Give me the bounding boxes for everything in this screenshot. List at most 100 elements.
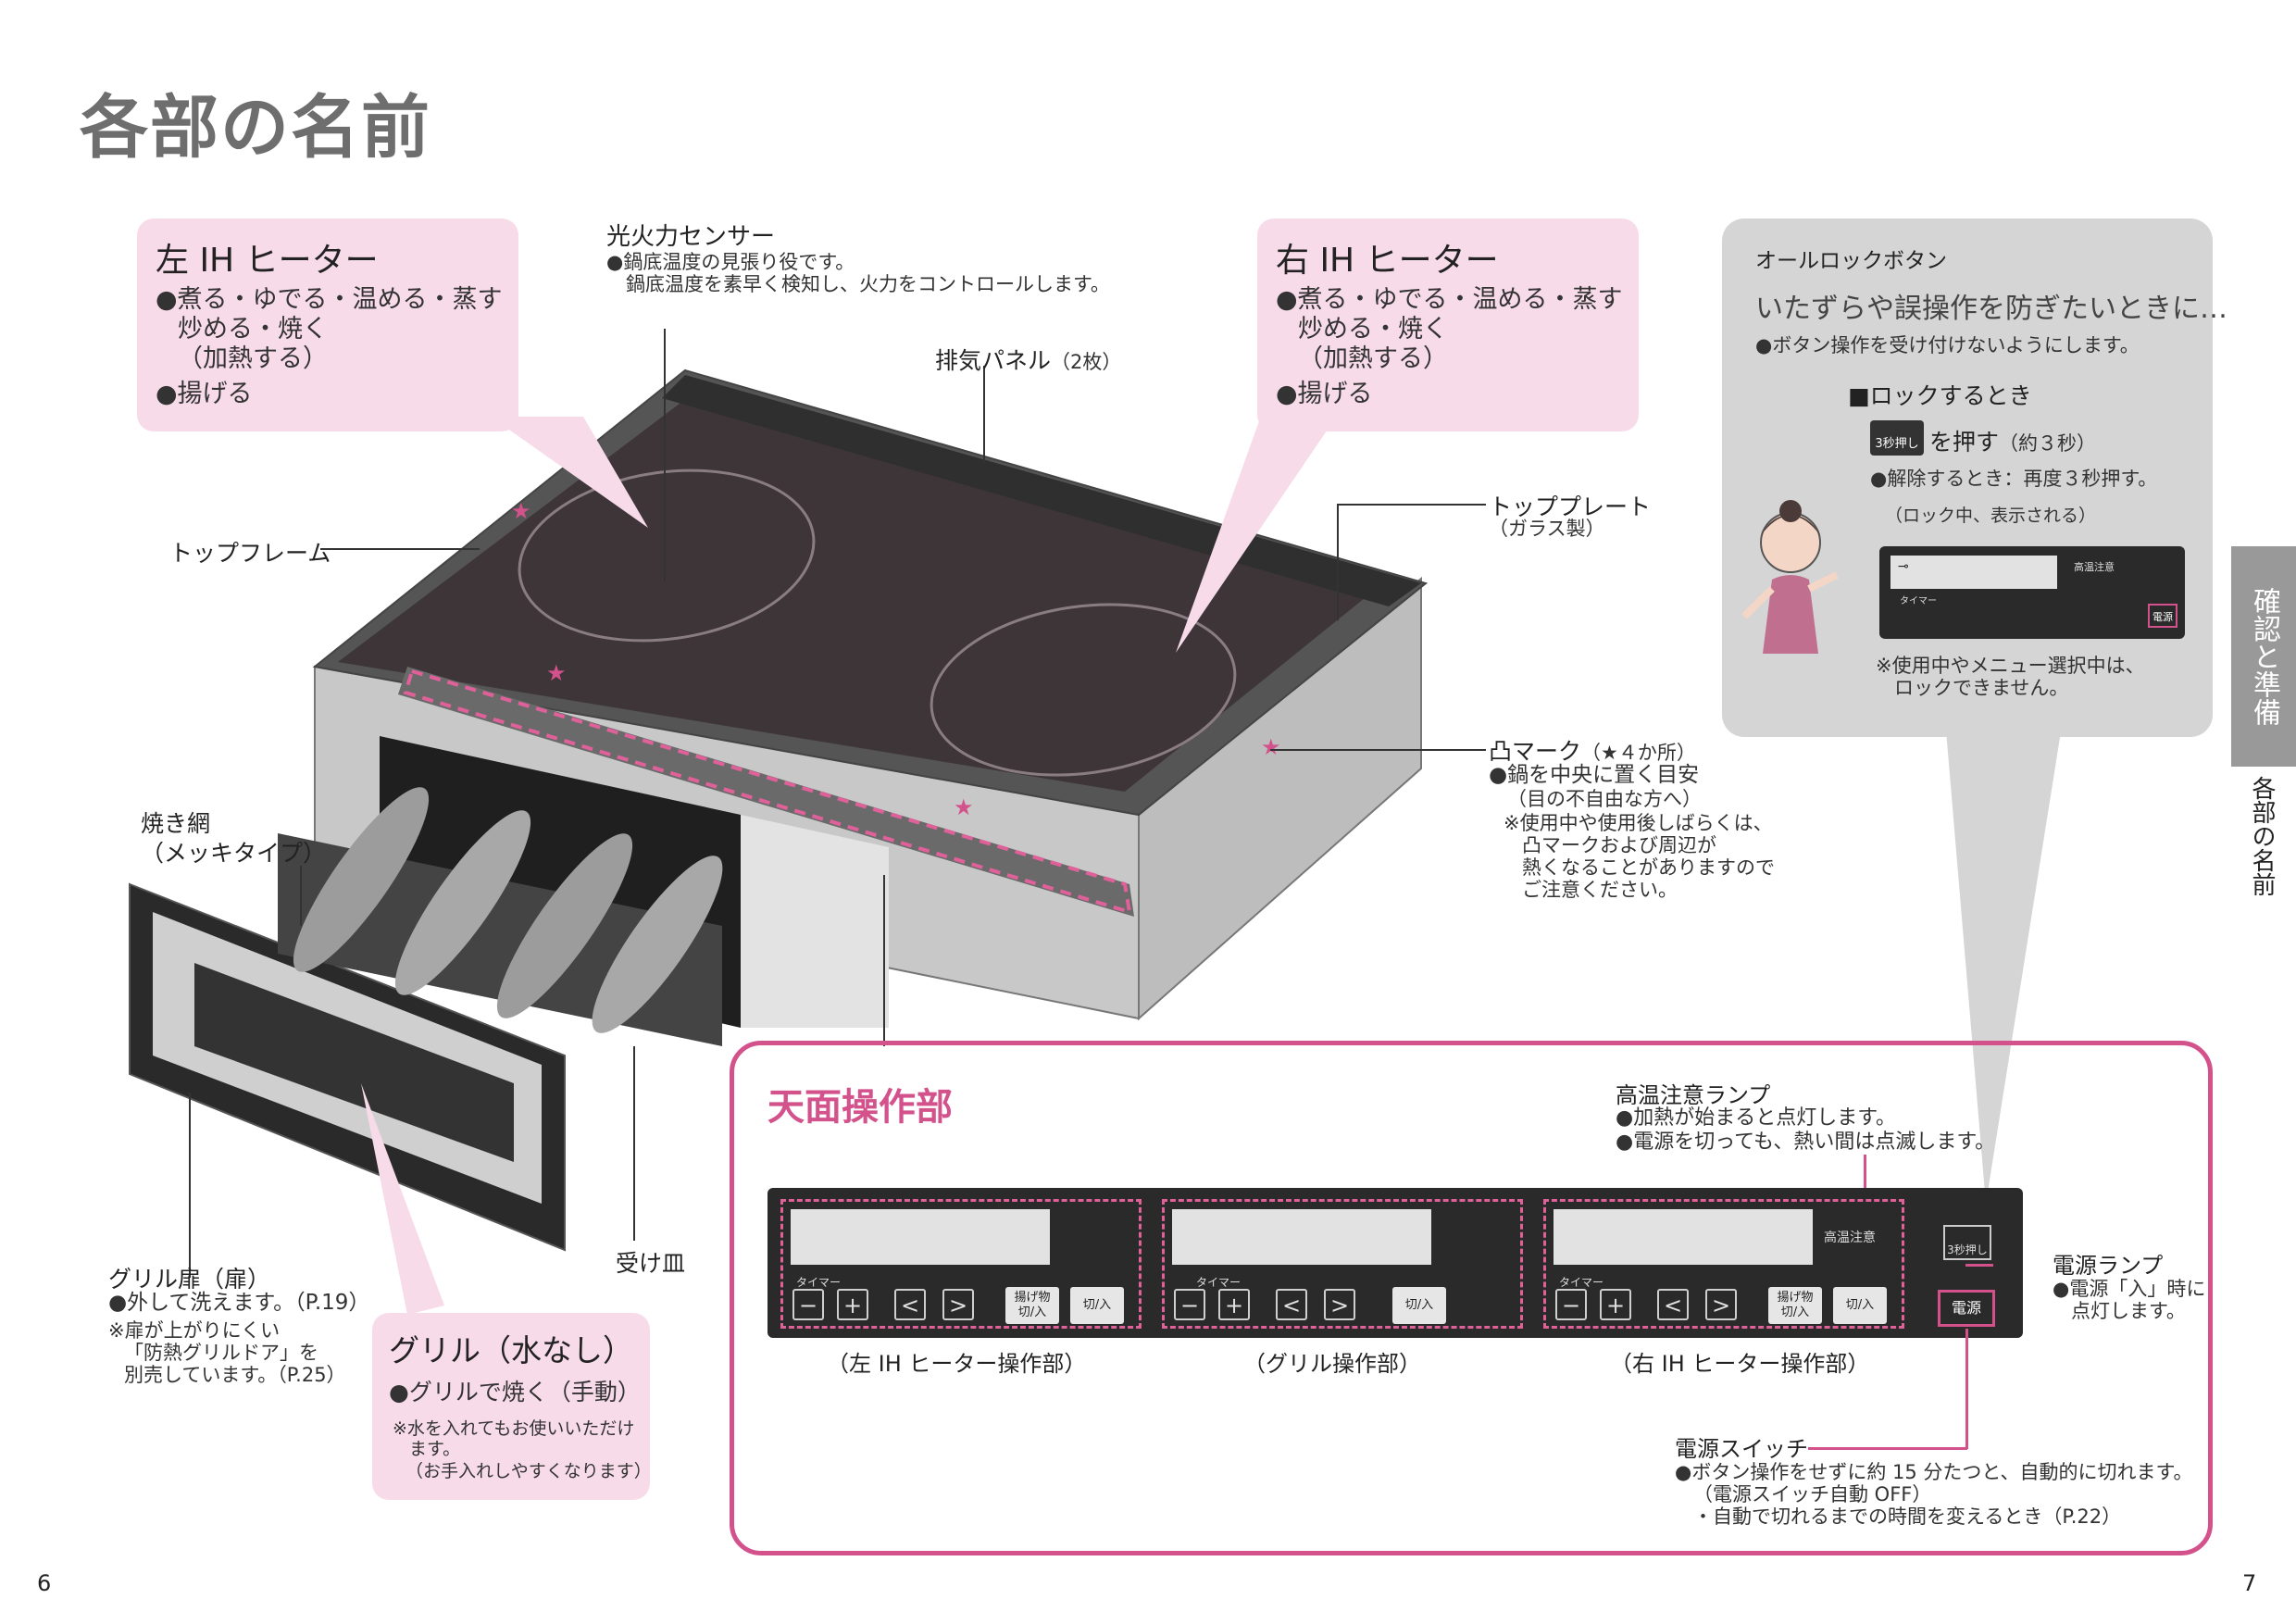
lock-key-button[interactable]: 3秒押し	[1870, 420, 1924, 456]
grill-down-button[interactable]: <	[1276, 1289, 1307, 1320]
left-minus-button[interactable]: −	[792, 1289, 824, 1320]
left-heater-line-1: ●煮る・ゆでる・温める・蒸す	[156, 285, 503, 314]
right-down-button[interactable]: <	[1657, 1289, 1689, 1320]
grill-plus-button[interactable]: +	[1218, 1289, 1250, 1320]
right-heater-line-3: （加熱する）	[1298, 344, 1448, 373]
all-lock-button[interactable]: 3秒押し	[1943, 1225, 1991, 1260]
caption-left-heater: （左 IH ヒーター操作部）	[827, 1351, 1087, 1377]
power-lamp-leader	[1965, 1264, 1993, 1267]
convex-mark-callout: 凸マーク（★４か所）	[1489, 733, 1696, 767]
power-switch-label: 電源スイッチ	[1675, 1436, 1808, 1462]
right-heater-title: 右 IH ヒーター	[1276, 242, 1499, 280]
svg-text:★: ★	[511, 498, 531, 524]
high-temp-indicator: 高温注意	[1824, 1230, 1876, 1245]
right-display	[1554, 1209, 1813, 1265]
grill-door-line-4: 別売しています。（P.25）	[124, 1364, 346, 1386]
left-heater-line-3: （加熱する）	[178, 344, 328, 373]
caption-grill: （グリル操作部）	[1243, 1351, 1421, 1377]
right-minus-button[interactable]: −	[1555, 1289, 1587, 1320]
grill-door-line-3: 「防熱グリルドア」を	[124, 1342, 318, 1364]
power-switch-leader-v	[1965, 1329, 1968, 1449]
grill-zone: タイマー − + < > 切/入	[1162, 1199, 1523, 1329]
svg-text:★: ★	[546, 660, 567, 686]
grill-door-line-1: ●外して洗えます。（P.19）	[108, 1291, 370, 1315]
right-heater-zone: 高温注意 タイマー − + < > 揚げ物 切/入 切/入	[1543, 1199, 1904, 1329]
grill-up-button[interactable]: >	[1324, 1289, 1355, 1320]
left-heater-zone: タイマー − + < > 揚げ物 切/入 切/入	[780, 1199, 1142, 1329]
right-agemono-button[interactable]: 揚げ物 切/入	[1768, 1287, 1822, 1324]
convex-line-6: ご注意ください。	[1522, 879, 1678, 901]
sensor-label: 光火力センサー	[606, 223, 776, 251]
convex-line-2: （目の不自由な方へ）	[1507, 788, 1702, 810]
exhaust-note: （2枚）	[1051, 351, 1122, 373]
lock-note-2: ロックできません。	[1894, 677, 2069, 699]
page-number-right: 7	[2242, 1570, 2257, 1596]
grill-bubble: グリル（水なし） ●グリルで焼く（手動） ※水を入れてもお使いいただけ ます。 …	[372, 1313, 652, 1500]
lock-mini-power: 電源	[2148, 604, 2177, 628]
left-agemono-button[interactable]: 揚げ物 切/入	[1005, 1287, 1059, 1324]
top-plate-label: トッププレート	[1489, 493, 1652, 520]
lock-line-1: ●ボタン操作を受け付けないようにします。	[1755, 334, 2140, 356]
lock-mini-panel: ⊸ 高温注意 タイマー 電源	[1879, 546, 2185, 639]
svg-text:★: ★	[954, 794, 974, 820]
lock-sub-title: ■ロックするとき	[1848, 382, 2032, 409]
high-temp-lamp-label: 高温注意ランプ	[1616, 1082, 1771, 1108]
guide-person-illustration	[1741, 500, 1839, 654]
power-switch-line-1: ●ボタン操作をせずに約 15 分たつと、自動的に切れます。	[1675, 1461, 2193, 1483]
convex-line-1: ●鍋を中央に置く目安	[1489, 763, 1700, 787]
svg-text:★: ★	[1261, 734, 1281, 760]
left-heater-line-4: ●揚げる	[156, 380, 253, 408]
top-frame-label: トップフレーム	[169, 540, 331, 567]
grill-line-3: ます。	[409, 1439, 461, 1459]
side-tab-check-prep[interactable]: 確認と準備	[2231, 546, 2296, 767]
lock-mini-timer: タイマー	[1900, 596, 1937, 606]
lock-push: を押す	[1929, 429, 2000, 456]
right-plus-button[interactable]: +	[1600, 1289, 1631, 1320]
right-heater-line-2: 炒める・焼く	[1298, 315, 1448, 344]
left-plus-button[interactable]: +	[837, 1289, 868, 1320]
high-temp-line-2: ●電源を切っても、熱い間は点滅します。	[1616, 1131, 1996, 1154]
left-up-button[interactable]: >	[942, 1289, 974, 1320]
grill-line-2: ※水を入れてもお使いいただけ	[393, 1418, 635, 1439]
lock-mini-display: ⊸	[1890, 556, 2057, 589]
convex-line-5: 熱くなることがありますので	[1522, 856, 1775, 879]
left-timer-label: タイマー	[796, 1276, 842, 1289]
grill-timer-label: タイマー	[1196, 1276, 1242, 1289]
lock-mini-key-icon: ⊸	[1898, 559, 1909, 574]
side-tab-parts[interactable]: 各部の名前	[2248, 776, 2276, 896]
lock-mini-high-temp: 高温注意	[2074, 561, 2115, 573]
left-display	[791, 1209, 1050, 1265]
exhaust-panel-callout: 排気パネル（2枚）	[935, 343, 1121, 376]
right-onoff-button[interactable]: 切/入	[1833, 1287, 1887, 1324]
control-section: 天面操作部 高温注意ランプ ●加熱が始まると点灯します。 ●電源を切っても、熱い…	[730, 1041, 2213, 1555]
sensor-line-1: ●鍋底温度の見張り役です。	[606, 251, 855, 273]
lock-note-1: ※使用中やメニュー選択中は、	[1876, 655, 2145, 677]
power-lamp-line-2: 点灯します。	[2071, 1300, 2186, 1322]
right-heater-bubble: 右 IH ヒーター ●煮る・ゆでる・温める・蒸す 炒める・焼く （加熱する） ●…	[1257, 219, 1639, 431]
grill-net-label: 焼き網	[141, 810, 211, 837]
grill-minus-button[interactable]: −	[1174, 1289, 1205, 1320]
power-switch-line-3: ・自動で切れるまでの時間を変えるとき（P.22）	[1693, 1505, 2122, 1528]
grill-net-sub: （メッキタイプ）	[141, 840, 327, 867]
left-onoff-button[interactable]: 切/入	[1070, 1287, 1124, 1324]
grill-title: グリル（水なし）	[389, 1332, 633, 1368]
right-up-button[interactable]: >	[1705, 1289, 1737, 1320]
all-lock-box: オールロックボタン いたずらや誤操作を防ぎたいときに… ●ボタン操作を受け付けな…	[1722, 219, 2227, 737]
sensor-line-2: 鍋底温度を素早く検知し、火力をコントロールします。	[626, 273, 1110, 295]
grill-line-1: ●グリルで焼く（手動）	[389, 1379, 641, 1405]
grill-onoff-button[interactable]: 切/入	[1392, 1287, 1446, 1324]
high-temp-line-1: ●加熱が始まると点灯します。	[1616, 1106, 1896, 1130]
power-lamp-label: 電源ランプ	[2053, 1253, 2164, 1279]
page-number-left: 6	[37, 1570, 52, 1596]
left-heater-line-2: 炒める・焼く	[178, 315, 328, 344]
left-down-button[interactable]: <	[894, 1289, 926, 1320]
lock-headline: いたずらや誤操作を防ぎたいときに…	[1755, 293, 2227, 325]
power-switch-leader-h	[1808, 1447, 1967, 1450]
tray-label: 受け皿	[616, 1250, 686, 1277]
grill-door-label: グリル扉（扉）	[108, 1266, 271, 1293]
left-heater-title: 左 IH ヒーター	[156, 242, 379, 280]
convex-line-4: 凸マークおよび周辺が	[1522, 834, 1716, 856]
lock-push-text: を押す（約３秒）	[1929, 424, 2096, 457]
power-button[interactable]: 電源	[1938, 1290, 1995, 1327]
